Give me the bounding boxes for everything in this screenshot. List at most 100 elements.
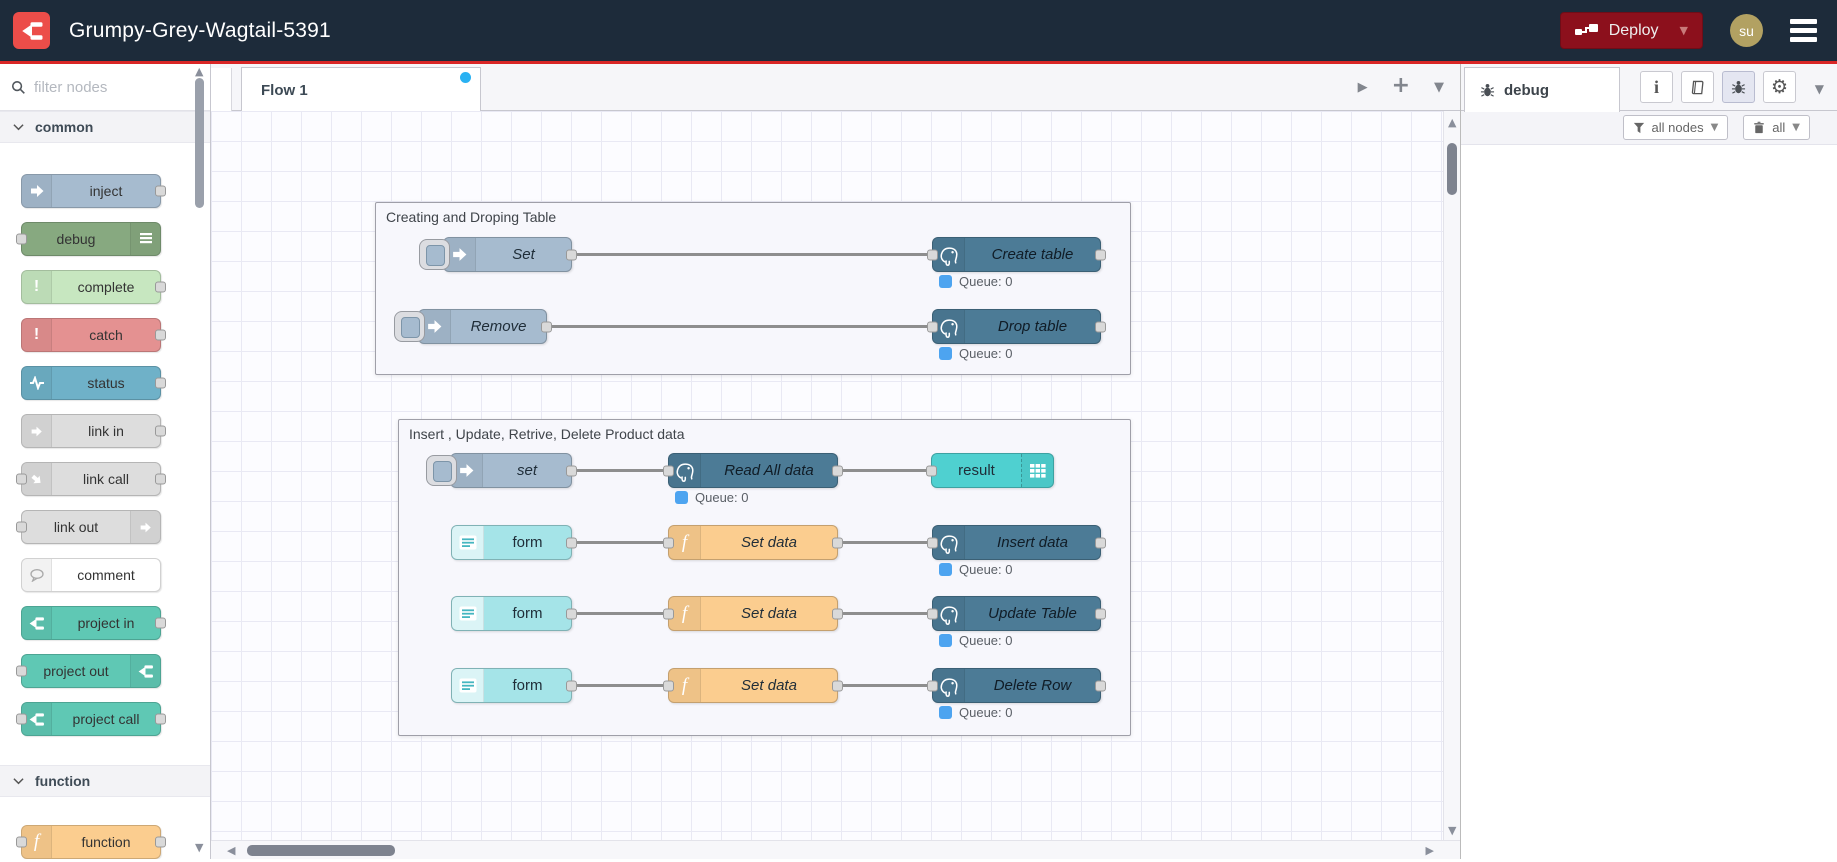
input-port[interactable] xyxy=(927,608,938,619)
inject-button[interactable] xyxy=(394,311,425,342)
function-node-set-data[interactable]: f Set data xyxy=(663,525,843,560)
wire[interactable] xyxy=(842,684,934,687)
debug-message-list[interactable] xyxy=(1461,145,1837,859)
tab-list-caret-icon[interactable]: ▼ xyxy=(1434,79,1444,95)
palette-section-function[interactable]: function xyxy=(0,765,210,797)
palette-scrollbar-thumb[interactable] xyxy=(195,78,204,208)
scroll-up-icon[interactable]: ▲ xyxy=(195,65,204,78)
vertical-scrollbar-thumb[interactable] xyxy=(1447,143,1457,195)
wire[interactable] xyxy=(842,469,933,472)
debug-panel-button[interactable] xyxy=(1722,71,1755,103)
input-port[interactable] xyxy=(663,465,674,476)
tab-debug[interactable]: debug xyxy=(1464,67,1620,112)
input-port[interactable] xyxy=(16,713,27,725)
function-node-set-data[interactable]: f Set data xyxy=(663,668,843,703)
inject-node-set-lower[interactable]: set xyxy=(426,453,577,488)
debug-filter-button[interactable]: all nodes ▼ xyxy=(1622,115,1729,140)
scroll-down-icon[interactable]: ▼ xyxy=(195,841,204,854)
wire[interactable] xyxy=(576,684,670,687)
flow-canvas[interactable]: Creating and Droping Table Set C xyxy=(211,111,1460,859)
next-tab-icon[interactable]: ▶ xyxy=(1357,79,1368,95)
palette-node-comment[interactable]: comment xyxy=(21,558,161,592)
output-port[interactable] xyxy=(566,608,577,619)
palette-node-catch[interactable]: ! catch xyxy=(21,318,166,352)
inject-button[interactable] xyxy=(426,455,457,486)
tab-flow-1[interactable]: Flow 1 xyxy=(241,67,481,112)
form-node[interactable]: form xyxy=(451,596,577,631)
settings-panel-button[interactable]: ⚙ xyxy=(1763,71,1796,103)
input-port[interactable] xyxy=(16,233,27,245)
postgres-node-update-table[interactable]: Update Table xyxy=(927,596,1106,631)
add-flow-button[interactable]: + xyxy=(1391,73,1410,98)
input-port[interactable] xyxy=(927,249,938,260)
wire[interactable] xyxy=(576,612,670,615)
input-port[interactable] xyxy=(927,680,938,691)
inject-node-remove[interactable]: Remove xyxy=(394,309,552,344)
palette-filter-input[interactable] xyxy=(34,78,184,96)
scroll-up-icon[interactable]: ▲ xyxy=(1448,116,1457,129)
postgres-node-delete-row[interactable]: Delete Row xyxy=(927,668,1106,703)
horizontal-scrollbar-thumb[interactable] xyxy=(247,845,395,856)
postgres-node-read-all[interactable]: Read All data xyxy=(663,453,843,488)
scroll-right-icon[interactable]: ▶ xyxy=(1425,844,1434,857)
info-panel-button[interactable]: i xyxy=(1640,71,1673,103)
canvas-vertical-scrollbar[interactable]: ▲ ▼ xyxy=(1443,111,1460,840)
output-port[interactable] xyxy=(1095,608,1106,619)
palette-node-project-in[interactable]: project in xyxy=(21,606,166,640)
scroll-left-icon[interactable]: ◀ xyxy=(227,844,236,857)
palette-node-project-call[interactable]: project call xyxy=(16,702,166,736)
output-port[interactable] xyxy=(1095,321,1106,332)
main-menu-button[interactable] xyxy=(1790,19,1817,42)
deploy-options-caret[interactable]: ▼ xyxy=(1679,24,1688,37)
form-node[interactable]: form xyxy=(451,668,577,703)
postgres-node-drop-table[interactable]: Drop table xyxy=(927,309,1106,344)
output-port[interactable] xyxy=(832,608,843,619)
palette-section-common[interactable]: common xyxy=(0,111,210,143)
scroll-down-icon[interactable]: ▼ xyxy=(1448,824,1457,837)
input-port[interactable] xyxy=(16,521,27,533)
output-port[interactable] xyxy=(832,537,843,548)
palette-node-debug[interactable]: debug xyxy=(16,222,161,256)
output-port[interactable] xyxy=(155,617,166,629)
flow-group-create-drop[interactable]: Creating and Droping Table xyxy=(375,202,1131,375)
wire[interactable] xyxy=(576,541,670,544)
input-port[interactable] xyxy=(663,680,674,691)
output-port[interactable] xyxy=(155,185,166,197)
input-port[interactable] xyxy=(663,537,674,548)
help-panel-button[interactable] xyxy=(1681,71,1714,103)
output-port[interactable] xyxy=(832,465,843,476)
output-port[interactable] xyxy=(155,329,166,341)
wire[interactable] xyxy=(842,541,934,544)
canvas-horizontal-scrollbar[interactable]: ◀ ▶ xyxy=(211,840,1460,859)
input-port[interactable] xyxy=(663,608,674,619)
user-avatar[interactable]: su xyxy=(1730,14,1763,47)
input-port[interactable] xyxy=(16,665,27,677)
input-port[interactable] xyxy=(927,537,938,548)
inject-button[interactable] xyxy=(419,239,450,270)
wire[interactable] xyxy=(551,325,932,328)
table-node-result[interactable]: result xyxy=(926,453,1054,488)
output-port[interactable] xyxy=(155,713,166,725)
wire[interactable] xyxy=(576,253,932,256)
inject-node-set[interactable]: Set xyxy=(419,237,577,272)
deploy-button[interactable]: Deploy ▼ xyxy=(1559,12,1703,49)
output-port[interactable] xyxy=(541,321,552,332)
palette-node-function[interactable]: f function xyxy=(16,825,166,859)
output-port[interactable] xyxy=(155,473,166,485)
postgres-node-insert-data[interactable]: Insert data xyxy=(927,525,1106,560)
wire[interactable] xyxy=(576,469,670,472)
output-port[interactable] xyxy=(1095,680,1106,691)
output-port[interactable] xyxy=(566,465,577,476)
output-port[interactable] xyxy=(1095,249,1106,260)
output-port[interactable] xyxy=(155,377,166,389)
debug-clear-button[interactable]: all ▼ xyxy=(1743,115,1810,140)
output-port[interactable] xyxy=(155,836,166,848)
palette-node-project-out[interactable]: project out xyxy=(16,654,161,688)
function-node-set-data[interactable]: f Set data xyxy=(663,596,843,631)
palette-node-link-call[interactable]: link call xyxy=(16,462,166,496)
output-port[interactable] xyxy=(566,680,577,691)
palette-node-link-out[interactable]: link out xyxy=(16,510,161,544)
palette-scrollbar[interactable]: ▲ ▼ xyxy=(194,66,206,859)
input-port[interactable] xyxy=(927,321,938,332)
sidebar-menu-caret-icon[interactable]: ▼ xyxy=(1814,82,1824,96)
